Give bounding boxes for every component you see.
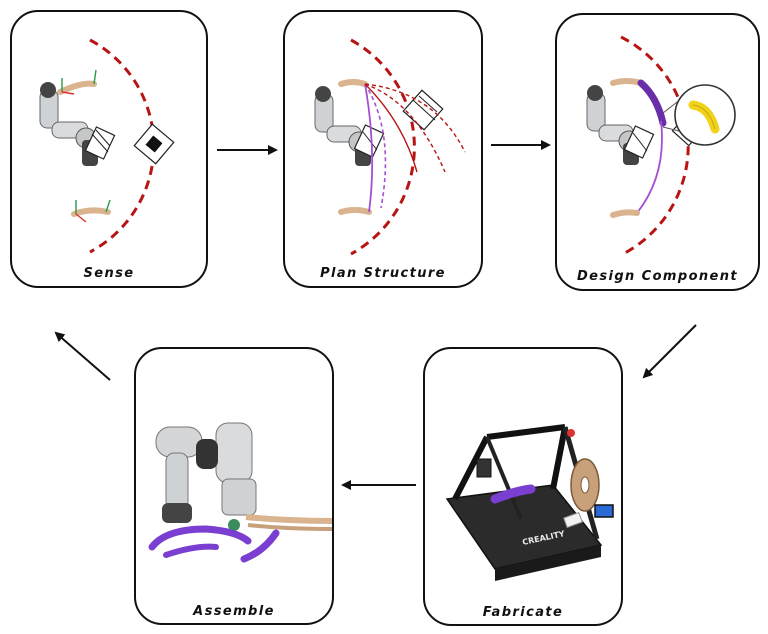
- plan-structure-panel: Plan Structure: [283, 10, 483, 288]
- arrow-assemble-to-sense: [54, 331, 111, 381]
- robot-arm-icon: [39, 82, 98, 166]
- start-segment: [610, 78, 644, 86]
- assemble-panel: Assemble: [134, 347, 334, 625]
- design-component-panel: Design Component: [555, 13, 760, 291]
- candidate-paths: [364, 83, 466, 213]
- design-component-illustration: [586, 35, 736, 257]
- fabricate-panel: CREALITY Fabricate: [423, 347, 623, 626]
- robot-arm-icon: [314, 86, 371, 166]
- goal-segment: [610, 209, 640, 218]
- arrow-design-to-fabricate: [642, 324, 697, 379]
- stage-label-plan-structure: Plan Structure: [320, 266, 446, 281]
- tan-tube: [247, 523, 332, 531]
- robot-arm-icon: [155, 422, 257, 531]
- stage-label-assemble: Assemble: [193, 604, 275, 619]
- printed-part: [490, 484, 536, 504]
- zoom-lens-icon: [674, 84, 736, 146]
- stage-label-design-component: Design Component: [576, 269, 739, 284]
- printer-frame: [550, 426, 568, 490]
- stage-label-fabricate: Fabricate: [482, 605, 564, 620]
- sense-panel: Sense: [10, 10, 208, 288]
- workspace-boundary-arc: [89, 38, 156, 254]
- robot-arm-icon: [586, 85, 640, 165]
- sense-illustration: [39, 38, 175, 254]
- goal-segment: [338, 207, 372, 215]
- print-head: [476, 458, 492, 478]
- assembled-component: [240, 529, 280, 563]
- sensed-segment-bottom: [71, 199, 111, 223]
- plan-structure-illustration: [314, 38, 466, 256]
- workspace-boundary-arc: [350, 38, 416, 256]
- designed-component: [637, 79, 667, 127]
- start-segment: [338, 79, 368, 87]
- white-part: [563, 511, 583, 529]
- assembled-component: [163, 543, 219, 558]
- planned-path: [636, 120, 663, 214]
- printer-base-front: [495, 545, 601, 581]
- tan-tube: [245, 514, 332, 524]
- printer-frame: [486, 424, 566, 440]
- sensed-segment-top: [57, 69, 97, 95]
- assemble-illustration: [148, 422, 332, 563]
- control-screen: [594, 504, 614, 518]
- 3d-printer-icon: CREALITY: [445, 424, 614, 581]
- workspace-boundary-arc: [620, 35, 690, 257]
- printer-frame: [485, 436, 523, 520]
- printer-frame: [452, 435, 490, 501]
- assembled-component: [148, 525, 252, 551]
- hatched-obstacle-icon: [84, 123, 175, 165]
- hatched-obstacle-icon: [353, 89, 444, 158]
- stage-label-sense: Sense: [83, 266, 135, 281]
